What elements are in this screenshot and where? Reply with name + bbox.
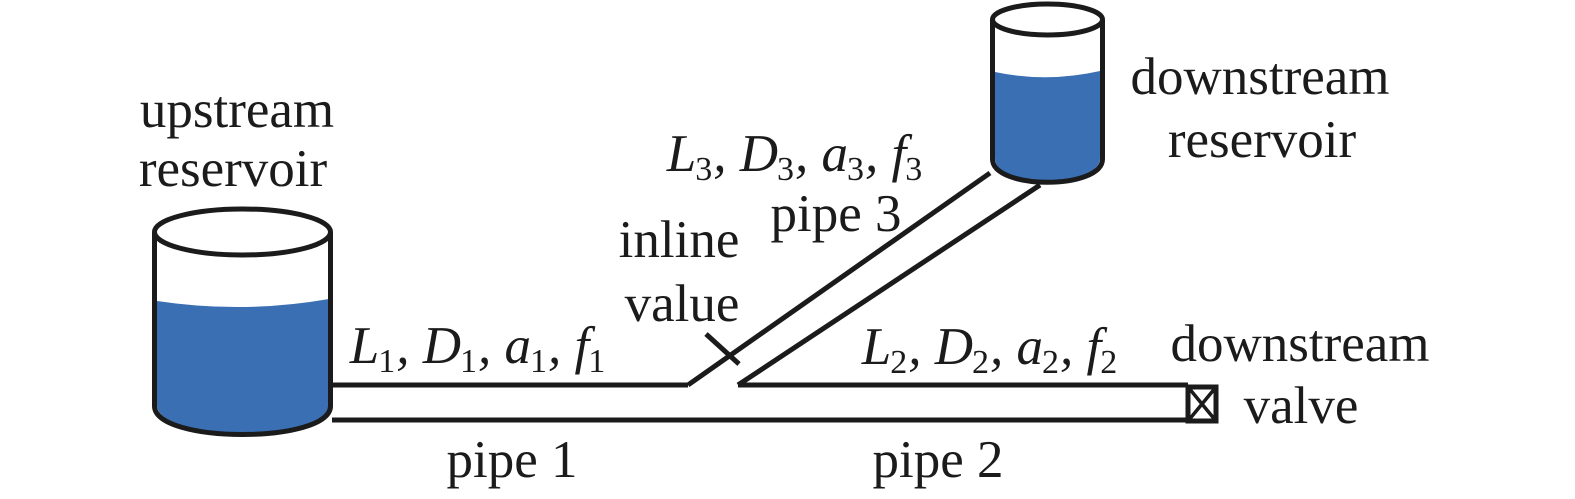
upstream-reservoir-label-line1: upstream — [139, 81, 335, 139]
pipe1-params-label: L1, D1, a1, f1 — [349, 317, 606, 380]
downstream-cylinder-body — [990, 20, 1105, 185]
upstream-water-fill — [157, 299, 329, 433]
inline-valve-label-line1: inline — [618, 211, 740, 269]
downstream-reservoir-label-line1: downstream — [1130, 48, 1390, 106]
downstream-valve-shape — [1185, 384, 1219, 424]
upstream-cylinder-rim — [152, 206, 333, 258]
pipe2-params-label: L2, D2, a2, f2 — [861, 318, 1118, 381]
inline-valve-tick-icon — [704, 332, 741, 366]
downstream-water-fill — [995, 71, 1100, 182]
pipe2-name-label: pipe 2 — [872, 431, 1004, 489]
pipe-network — [331, 170, 1188, 423]
downstream-reservoir-shape — [990, 1, 1105, 185]
pipe3-name-label: pipe 3 — [770, 185, 902, 243]
inline-valve-label-line2: value — [624, 275, 740, 333]
downstream-valve-label-line1: downstream — [1170, 315, 1430, 373]
pipe1-name-label: pipe 1 — [446, 431, 578, 489]
downstream-reservoir-label-line2: reservoir — [1167, 111, 1357, 169]
pipe3-params-label: L3, D3, a3, f3 — [666, 125, 923, 188]
pipe3-lower-wall — [736, 182, 1042, 388]
upstream-reservoir-shape — [152, 206, 333, 437]
upstream-reservoir-label-line2: reservoir — [138, 140, 328, 198]
pipe3-upper-wall — [686, 170, 992, 388]
valve-cross-icon — [1186, 385, 1218, 423]
downstream-valve-label-line2: valve — [1243, 377, 1359, 435]
downstream-cylinder-rim — [990, 1, 1105, 38]
upstream-cylinder-body — [152, 232, 333, 437]
